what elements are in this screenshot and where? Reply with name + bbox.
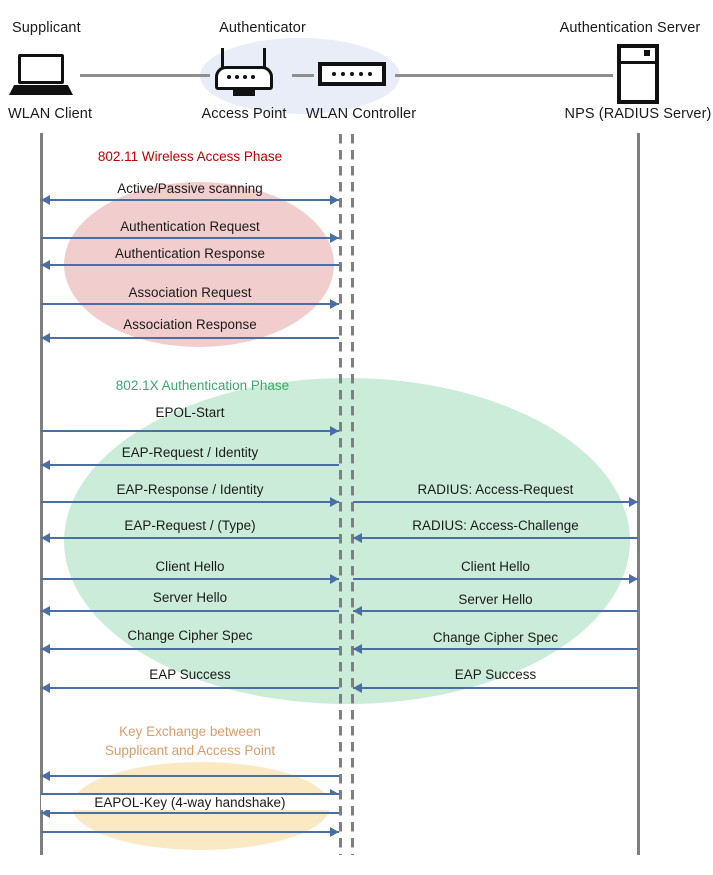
message-label: Change Cipher Spec [432, 630, 559, 645]
phase-label-key-exchange-line1: Key Exchange between [119, 724, 261, 739]
message-label: EAP-Request / Identity [121, 445, 259, 460]
message-label: EAP-Request / (Type) [124, 518, 256, 533]
message-label: Server Hello [152, 590, 228, 605]
wire-ap-to-controller [292, 74, 314, 77]
lifeline-supplicant [40, 133, 43, 855]
lifeline-wlan-controller [351, 133, 354, 855]
message-label: EAP Success [454, 667, 537, 682]
wire-client-to-ap [80, 74, 210, 77]
phase-label-key-exchange-line2: Supplicant and Access Point [104, 743, 276, 758]
message-label: Active/Passive scanning [117, 181, 263, 196]
message-label: RADIUS: Access-Challenge [412, 518, 579, 533]
actor-role-supplicant: Supplicant [12, 20, 81, 36]
message-label: Client Hello [460, 559, 531, 574]
actor-device-wlan-client: WLAN Client [8, 106, 93, 122]
phase-blob-8021x [64, 378, 630, 704]
lifeline-access-point [339, 133, 342, 855]
phase-label-wireless-access: 802.11 Wireless Access Phase [97, 149, 283, 164]
access-point-icon [215, 48, 273, 98]
message-label: RADIUS: Access-Request [417, 482, 574, 497]
laptop-icon [9, 54, 82, 96]
message-label: EAP Success [149, 667, 231, 682]
actor-role-authenticator: Authenticator [219, 20, 306, 36]
message-label: Association Request [128, 285, 252, 300]
message-label: Association Response [123, 317, 257, 332]
message-label: EAP-Response / Identity [116, 482, 264, 497]
message-label: Authentication Request [120, 219, 260, 234]
message-label: Authentication Response [114, 246, 266, 261]
wlan-controller-icon [318, 62, 386, 86]
server-icon [617, 44, 659, 104]
message-label: Server Hello [458, 592, 533, 607]
message-label: EAPOL-Key (4-way handshake) [41, 795, 339, 810]
message-label: Client Hello [155, 559, 225, 574]
message-label: Change Cipher Spec [127, 628, 253, 643]
actor-device-wlan-controller: WLAN Controller [305, 106, 417, 122]
lifeline-auth-server [637, 133, 640, 855]
message-label: EPOL-Start [155, 405, 225, 420]
actor-device-access-point: Access Point [201, 106, 287, 122]
phase-label-8021x: 802.1X Authentication Phase [115, 378, 290, 393]
actor-role-authentication-server: Authentication Server [559, 20, 701, 36]
actor-device-nps-radius-server: NPS (RADIUS Server) [564, 106, 712, 122]
wire-controller-to-nps [395, 74, 613, 77]
